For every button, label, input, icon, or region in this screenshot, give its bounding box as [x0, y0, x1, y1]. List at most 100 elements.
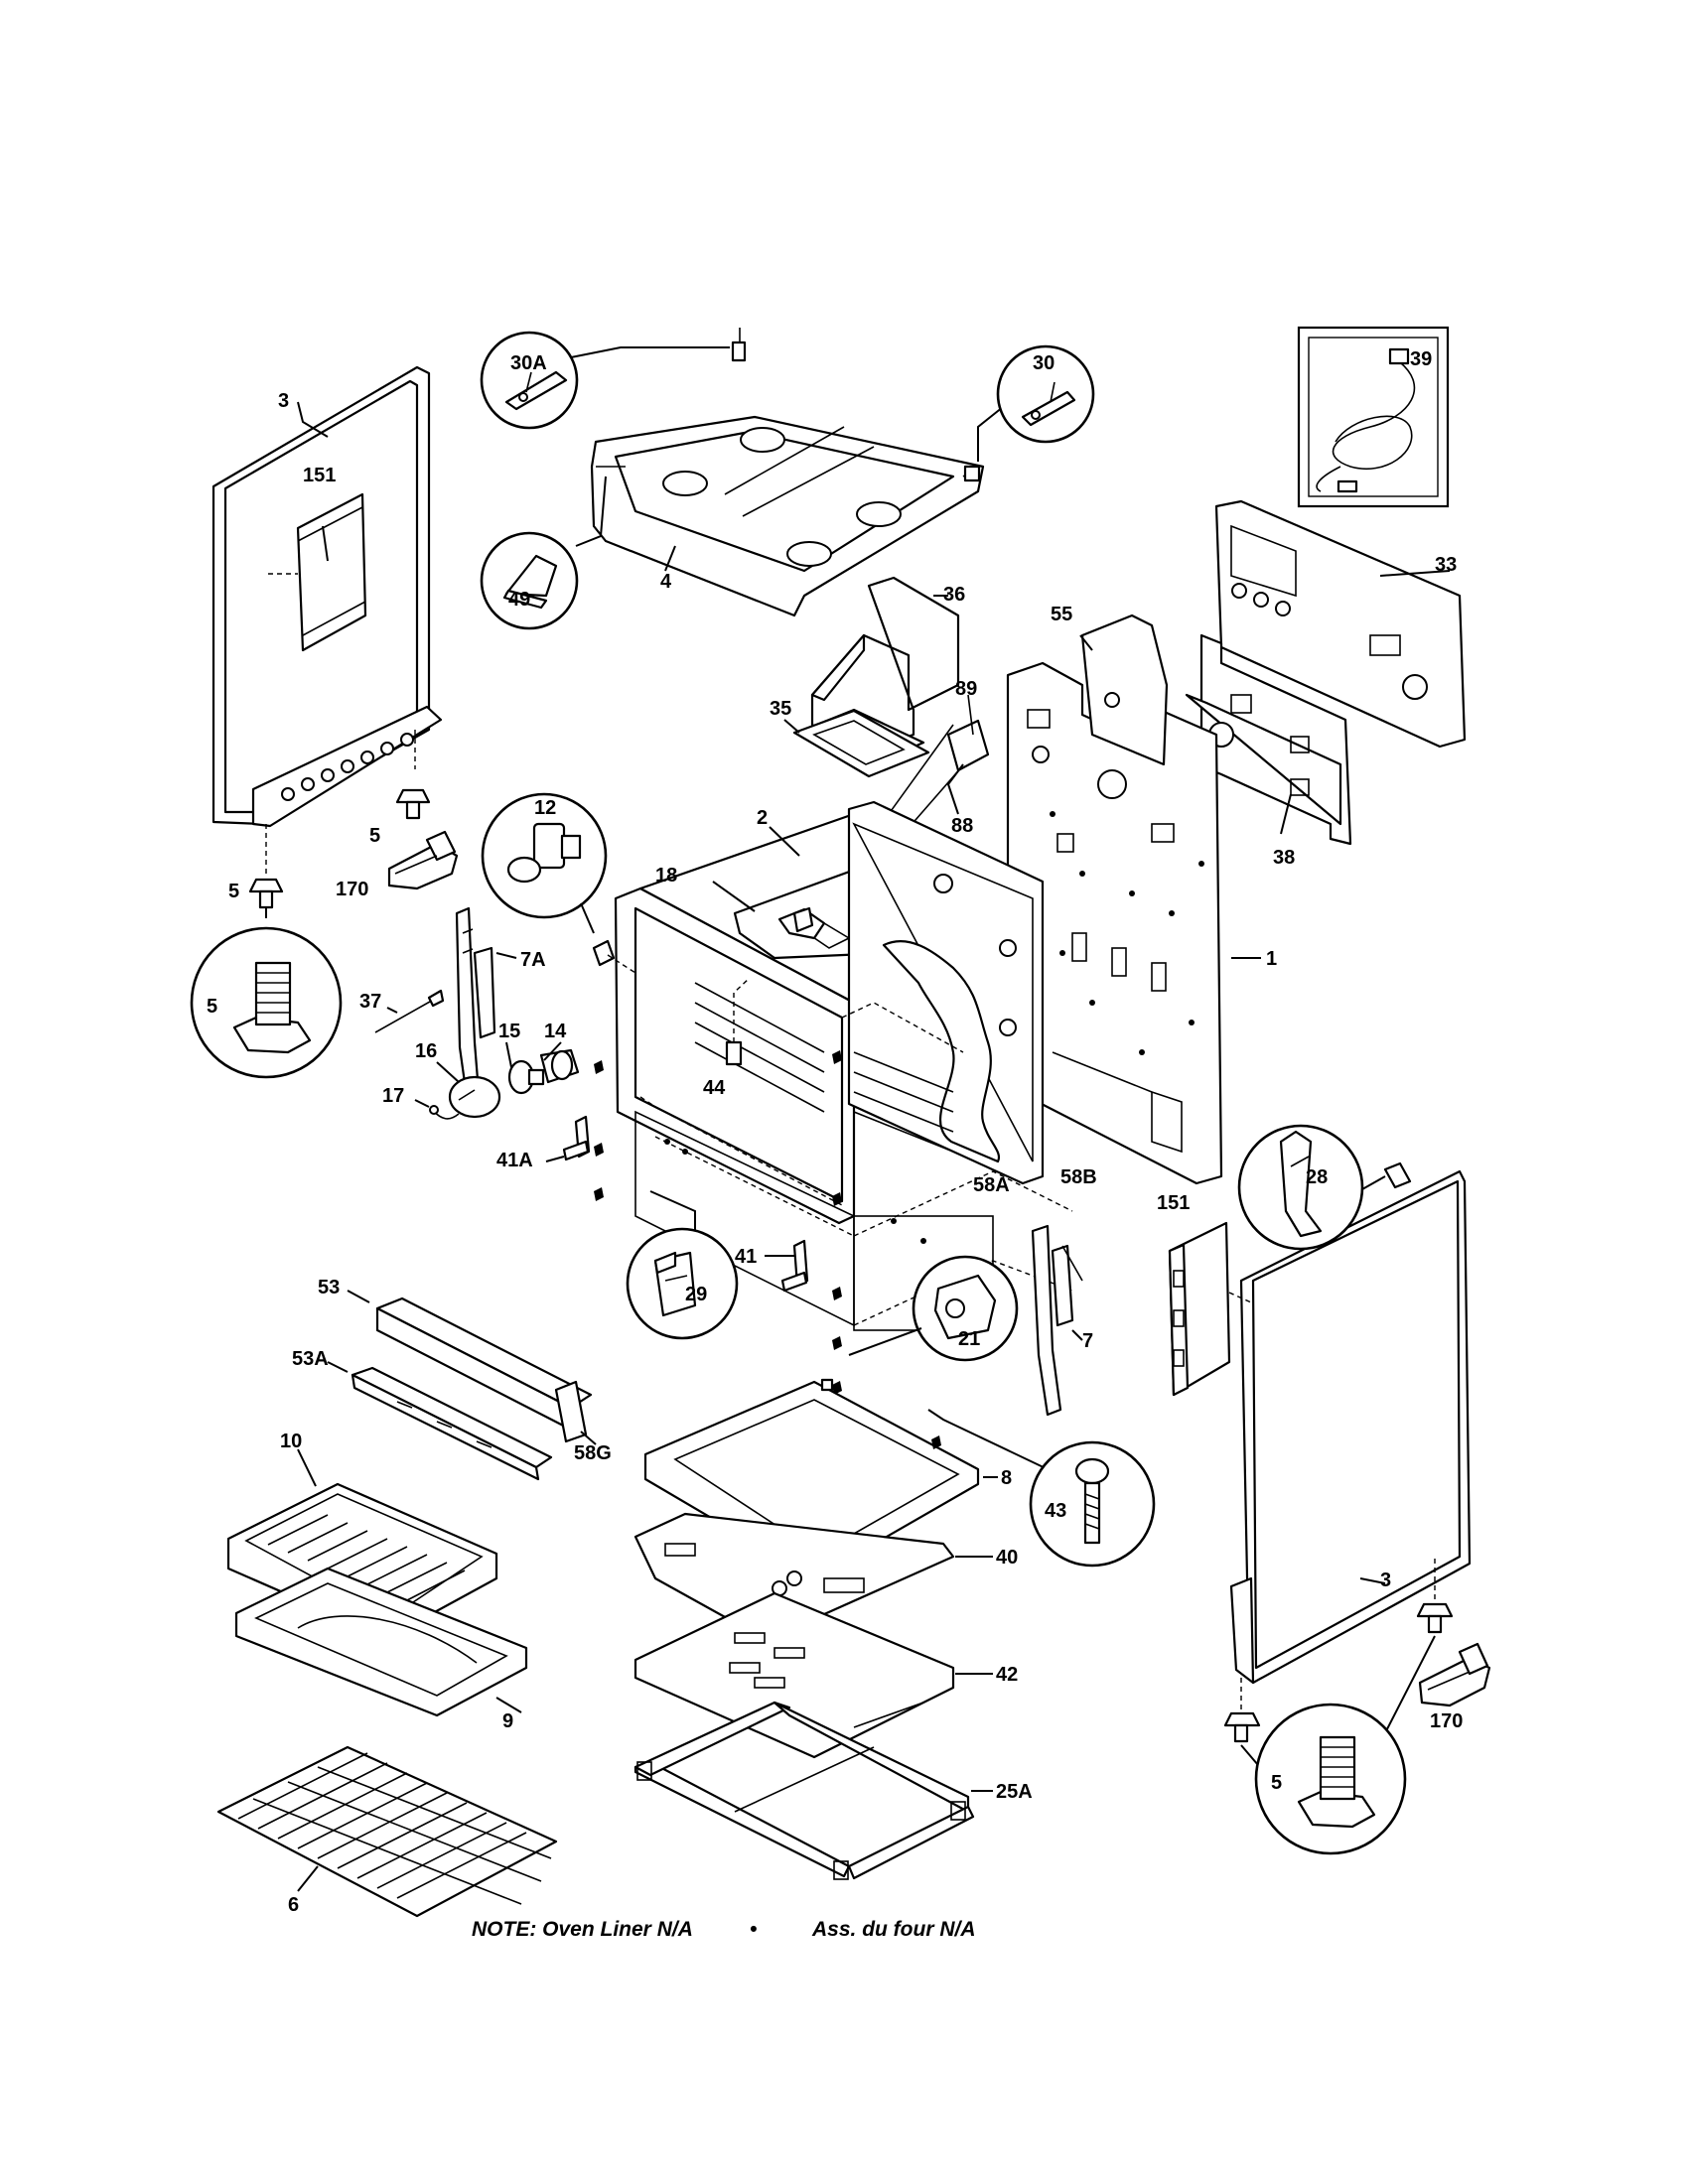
leader-14: [543, 1041, 562, 1061]
leader-30A: [570, 346, 730, 358]
lamp-bulb-15: [507, 1059, 545, 1095]
label-10: 10: [280, 1431, 302, 1452]
drawer-rail-53: [375, 1297, 593, 1443]
bottom-plate-42: [633, 1591, 955, 1759]
label-170-left: 170: [336, 879, 368, 900]
leader-21: [848, 1327, 922, 1356]
label-33: 33: [1435, 554, 1457, 576]
label-37: 37: [359, 991, 381, 1013]
label-18: 18: [655, 865, 677, 887]
leveling-leg-detail-right: [1254, 1703, 1407, 1855]
label-40: 40: [996, 1547, 1018, 1569]
label-44: 44: [703, 1077, 726, 1099]
drawer-rail-53A: [351, 1366, 553, 1481]
label-16: 16: [415, 1040, 437, 1062]
label-17: 17: [382, 1085, 404, 1107]
leader-28: [1361, 1175, 1386, 1190]
label-14: 14: [544, 1021, 567, 1042]
label-53A: 53A: [292, 1348, 329, 1370]
screw-5-right-a: [1223, 1711, 1261, 1743]
dash-12: [607, 954, 636, 974]
leader-12: [580, 902, 595, 934]
lamp-cover-16: [448, 1075, 501, 1119]
cooktop-assembly: [590, 328, 985, 617]
screw-43: [931, 1435, 941, 1449]
bracket-41A: [562, 1115, 591, 1161]
gasket-35: [792, 709, 930, 778]
label-4: 4: [660, 571, 672, 593]
label-58A: 58A: [973, 1174, 1010, 1196]
label-12: 12: [534, 797, 556, 819]
leader-58G: [580, 1431, 597, 1445]
clip-28-detail: [1237, 1124, 1364, 1251]
leader-18: [712, 881, 756, 912]
clip-170-left: [387, 830, 459, 890]
screw-5-right-b: [1416, 1602, 1454, 1634]
label-6: 6: [288, 1894, 299, 1916]
label-5-c: 5: [207, 996, 217, 1018]
leader-53A: [327, 1361, 349, 1373]
leader-35: [783, 719, 800, 734]
label-88: 88: [951, 815, 973, 837]
label-3-left: 3: [278, 390, 289, 412]
label-28: 28: [1306, 1166, 1328, 1188]
label-36: 36: [943, 584, 965, 606]
note-english: NOTE: Oven Liner N/A: [472, 1918, 693, 1941]
label-2: 2: [757, 807, 768, 829]
bracket-18: [777, 906, 826, 940]
clip-49-detail: [480, 531, 579, 630]
left-side-panel: [211, 365, 443, 828]
label-42: 42: [996, 1664, 1018, 1686]
leader-17: [414, 1099, 430, 1108]
part-number-labels: 3 151 5 5 5 170 30A 49 4 30 39 33 36 55 …: [207, 348, 1463, 1916]
bracket-30A-detail: [480, 331, 579, 430]
drawer-frame-25A: [633, 1701, 975, 1880]
hinge-7A: [455, 906, 496, 1099]
leader-15: [505, 1041, 512, 1068]
leader-7A: [495, 952, 517, 959]
leader-6: [297, 1865, 319, 1892]
label-25A: 25A: [996, 1781, 1033, 1803]
leader-3-right: [1359, 1577, 1386, 1584]
leader-9: [495, 1697, 522, 1713]
label-49: 49: [508, 589, 530, 611]
oven-rack: [216, 1745, 558, 1918]
label-15: 15: [498, 1021, 520, 1042]
leader-38: [1280, 793, 1292, 835]
power-cord-detail-box: [1297, 326, 1450, 508]
heat-shield-40: [633, 1512, 955, 1630]
leader-49: [575, 476, 607, 547]
label-9: 9: [502, 1710, 513, 1732]
label-151-left: 151: [303, 465, 336, 486]
leader-33: [1379, 570, 1451, 577]
leader-16: [436, 1061, 460, 1083]
label-41: 41: [735, 1246, 757, 1268]
label-53: 53: [318, 1277, 340, 1298]
label-170-right: 170: [1430, 1710, 1463, 1732]
label-35: 35: [770, 698, 791, 720]
bracket-30-detail: [996, 344, 1095, 444]
leader-88: [946, 763, 964, 815]
thermostat-part: [592, 939, 616, 967]
screw-5-mid: [395, 788, 431, 820]
leader-53: [347, 1290, 370, 1303]
screw-5-left: [248, 878, 284, 909]
hinge-clip-29-detail: [626, 1227, 739, 1340]
label-7A: 7A: [520, 949, 546, 971]
label-5-b: 5: [228, 881, 239, 902]
leader-7: [1071, 1329, 1083, 1341]
label-21: 21: [958, 1328, 980, 1350]
side-bracket-151-right: [1168, 1221, 1231, 1397]
leveling-leg-detail-left: [190, 926, 343, 1079]
label-3-right: 3: [1380, 1570, 1391, 1591]
dash-151-right: [1228, 1292, 1252, 1303]
note-french: Ass. du four N/A: [812, 1918, 976, 1941]
label-30: 30: [1033, 352, 1055, 374]
wire-37: [374, 989, 445, 1033]
broiler-pan: [234, 1567, 528, 1717]
right-side-panel: [1229, 1161, 1472, 1685]
label-5-a: 5: [369, 825, 380, 847]
label-5-d: 5: [1271, 1772, 1282, 1794]
label-43: 43: [1045, 1500, 1066, 1522]
